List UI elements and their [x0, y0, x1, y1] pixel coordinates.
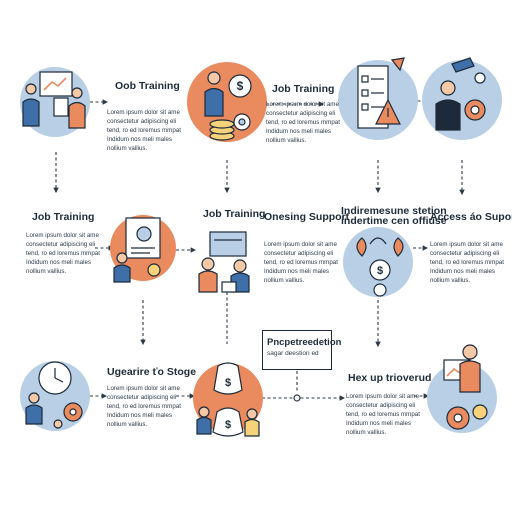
node-n1-illustration	[20, 67, 90, 137]
title-n5: Job Training	[32, 211, 95, 223]
node-n11-illustration	[20, 361, 90, 431]
node-n3-illustration	[338, 57, 418, 140]
text-n12: Lorem ipsum dolor sit ame consectetur ad…	[107, 385, 181, 428]
title-n10: Access áo Suport	[430, 211, 512, 223]
text-n8: Lorem ipsum dolor sit ame consectetur ad…	[264, 241, 338, 284]
text-n5: Lorem ipsum dolor sit ame consectetur ad…	[26, 232, 100, 275]
text-n10: Lorem ipsum dolor sit ame consectetur ad…	[430, 241, 504, 284]
node-n15-illustration	[427, 344, 497, 433]
callout-subtitle: sagar deestion ed	[267, 350, 319, 357]
document-gear-person-icon	[113, 217, 161, 283]
title-n12: Ugearire ťo Stoge	[107, 366, 197, 378]
connector-node	[293, 394, 301, 402]
checklist-warning-icon	[357, 57, 405, 129]
title-n1: Oob Training	[115, 80, 180, 92]
text-n1: Lorem ipsum dolor sit ame consectetur ad…	[107, 109, 181, 152]
callout-box: Pncpetreedetion sagar deestion ed	[262, 330, 342, 370]
title-n2: Job Training	[272, 83, 335, 95]
clock-people-icon	[25, 361, 83, 429]
text-n2: Lorem ipsum dolor sit ame consectetur ad…	[266, 101, 340, 144]
node-n4-illustration	[422, 57, 502, 140]
svg-text:$: $	[237, 79, 244, 93]
money-bags-people-icon: $ $	[196, 362, 260, 437]
text-n14: Lorem ipsum dolor sit ame consectetur ad…	[346, 393, 420, 436]
node-n9-illustration: $	[343, 227, 413, 297]
title-n7: Job Training	[203, 208, 266, 220]
chart-gears-person-icon	[443, 344, 488, 430]
node-n7-illustration	[198, 231, 250, 293]
svg-text:$: $	[225, 377, 231, 389]
svg-text:$: $	[377, 265, 383, 277]
node-n13-illustration: $ $	[193, 362, 263, 437]
person-gears-icon	[435, 57, 486, 131]
title-n8: Onesing Support	[264, 211, 350, 223]
presentation-people-icon	[22, 71, 86, 129]
coins-gear-person-icon: $	[204, 71, 252, 141]
svg-text:$: $	[225, 419, 231, 431]
title-n9: Indiremesune stetion indertime cen offiu…	[341, 205, 447, 227]
title-n14: Hex up trioverud	[348, 372, 432, 384]
node-n6-illustration	[110, 215, 176, 283]
team-meeting-icon	[198, 231, 250, 293]
node-n2-illustration: $	[187, 62, 267, 142]
coins-plant-icon: $	[356, 237, 404, 297]
callout-title: Pncpetreedetion	[267, 337, 342, 348]
